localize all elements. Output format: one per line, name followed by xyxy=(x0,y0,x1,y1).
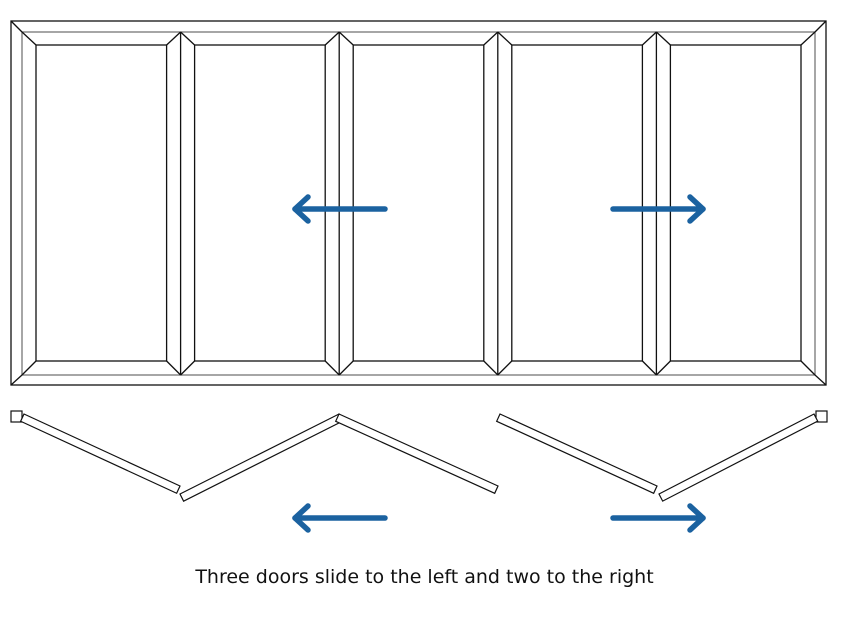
top-right-arrow xyxy=(610,194,706,224)
frame-inner xyxy=(21,31,816,376)
frame-outer xyxy=(10,20,827,386)
top-left-arrow xyxy=(292,194,388,224)
right-pivot-block xyxy=(815,410,828,423)
door-panel xyxy=(497,31,657,376)
frame-miter xyxy=(10,374,23,386)
panel-miter xyxy=(338,31,354,46)
panel-miter xyxy=(166,360,182,376)
folded-leaf-left xyxy=(19,413,181,495)
panel-miter xyxy=(338,360,354,376)
panel-miter xyxy=(21,360,37,376)
arrow-head xyxy=(292,194,311,224)
panel-miter xyxy=(800,31,816,46)
door-panel xyxy=(179,31,340,376)
panel-glass xyxy=(35,44,168,362)
panel-miter xyxy=(324,360,340,376)
left-pivot-block xyxy=(10,410,23,423)
panel-miter xyxy=(180,31,196,46)
bottom-right-arrow xyxy=(610,503,706,533)
frame-miter xyxy=(814,20,827,33)
panel-miter xyxy=(800,360,816,376)
panel-miter xyxy=(483,31,499,46)
door-frame xyxy=(10,20,827,386)
panel-miter xyxy=(21,31,37,46)
door-panel xyxy=(338,31,499,376)
panel-miter xyxy=(655,360,671,376)
panel-miter xyxy=(641,360,657,376)
frame-miter xyxy=(814,374,827,386)
panel-glass xyxy=(669,44,802,362)
arrow-head xyxy=(687,194,706,224)
panel-glass xyxy=(511,44,644,362)
door-panel xyxy=(655,31,816,376)
folded-leaf-left xyxy=(334,413,499,495)
folded-leaf-right xyxy=(495,413,658,495)
panel-miter xyxy=(324,31,340,46)
arrow-head xyxy=(292,503,311,533)
arrow-head xyxy=(687,503,706,533)
panel-miter xyxy=(166,31,182,46)
panel-miter xyxy=(483,360,499,376)
door-panel xyxy=(21,31,182,376)
panel-miter xyxy=(497,31,513,46)
panel-glass xyxy=(193,44,326,362)
panel-miter xyxy=(497,360,513,376)
diagram-caption: Three doors slide to the left and two to… xyxy=(195,566,654,588)
panel-miter xyxy=(180,360,196,376)
folded-leaf-left xyxy=(179,413,344,502)
panel-miter xyxy=(641,31,657,46)
panel-miter xyxy=(655,31,671,46)
folded-leaf-right xyxy=(658,413,819,502)
bottom-left-arrow xyxy=(292,503,388,533)
panel-glass xyxy=(352,44,485,362)
frame-miter xyxy=(10,20,23,33)
